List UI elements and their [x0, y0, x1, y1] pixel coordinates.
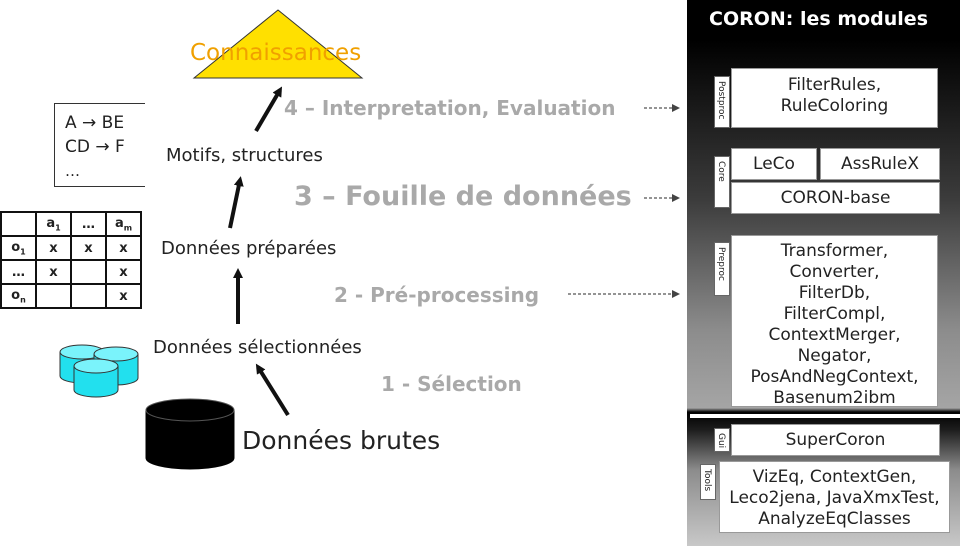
table-cell: x	[35, 235, 72, 261]
table-cell	[70, 283, 107, 309]
module-line: PosAndNegContext,	[750, 367, 919, 387]
knowledge-label: Connaissances	[190, 40, 362, 66]
table-cell: o1	[0, 235, 37, 261]
table-cell: am	[105, 211, 142, 237]
core-leco-box: LeCo	[731, 148, 817, 180]
rule-line: CD → F	[65, 137, 125, 157]
tab-core: Core	[714, 156, 730, 208]
table-cell: x	[70, 235, 107, 261]
step-3-label: 3 – Fouille de données	[294, 181, 632, 212]
step-2-label: 2 - Pré-processing	[334, 283, 540, 307]
table-row: … x x	[0, 259, 142, 285]
database-cylinders-icon	[59, 344, 139, 398]
module-line: VizEq, ContextGen,	[752, 467, 917, 487]
module-line: Basenum2ibm	[773, 388, 896, 408]
module-line: Negator,	[797, 346, 872, 366]
table-header-row: a1 … am	[0, 211, 142, 237]
core-base-box: CORON-base	[731, 182, 940, 214]
context-table: a1 … am o1 x x x … x x on x	[0, 211, 142, 309]
table-cell: …	[70, 211, 107, 237]
arrow-motifs-to-knowledge	[254, 86, 283, 133]
step-1-label: 1 - Sélection	[381, 372, 522, 396]
stage-donnees-preparees: Données préparées	[161, 238, 337, 259]
table-cell: …	[0, 259, 37, 285]
module-line: ContextMerger,	[768, 325, 901, 345]
panel-title: CORON: les modules	[709, 8, 929, 30]
rules-box: A → BE CD → F …	[54, 103, 145, 187]
table-cell: x	[105, 283, 142, 309]
table-cell	[0, 211, 37, 237]
rule-line: …	[65, 162, 80, 180]
stage-motifs: Motifs, structures	[166, 145, 323, 166]
tab-postproc: Postproc	[714, 76, 730, 128]
table-cell: x	[105, 259, 142, 285]
table-cell	[70, 259, 107, 285]
rule-line: A → BE	[65, 113, 125, 133]
module-line: FilterRules,	[787, 75, 882, 95]
panel-divider	[690, 414, 960, 418]
step-4-label: 4 – Interpretation, Evaluation	[284, 96, 616, 120]
tools-module-box: VizEq, ContextGen, Leco2jena, JavaXmxTes…	[719, 461, 950, 533]
core-assrulex-box: AssRuleX	[820, 148, 940, 180]
module-line: FilterDb,	[798, 283, 871, 303]
tab-gui: Gui	[714, 428, 730, 452]
module-line: AnalyzeEqClasses	[758, 509, 911, 529]
gui-supercoron-box: SuperCoron	[731, 424, 940, 456]
stage-donnees-brutes: Données brutes	[242, 426, 441, 455]
table-cell	[35, 283, 72, 309]
module-line: Leco2jena, JavaXmxTest,	[729, 488, 940, 508]
module-line: RuleColoring	[780, 96, 889, 116]
process-arrows	[228, 86, 680, 417]
postproc-module-box: FilterRules, RuleColoring	[731, 68, 938, 128]
table-cell: x	[35, 259, 72, 285]
module-line: FilterCompl,	[783, 304, 886, 324]
stage-donnees-selectionnees: Données sélectionnées	[153, 337, 362, 358]
module-line: Transformer,	[780, 241, 889, 261]
module-line: Converter,	[789, 262, 880, 282]
raw-database-icon	[145, 398, 235, 470]
arrow-preparees-to-motifs	[228, 176, 244, 229]
table-row: on x	[0, 283, 142, 309]
tab-tools: Tools	[700, 464, 716, 500]
table-row: o1 x x x	[0, 235, 142, 261]
table-cell: a1	[35, 211, 72, 237]
preproc-module-box: Transformer, Converter, FilterDb, Filter…	[731, 235, 938, 408]
table-cell: x	[105, 235, 142, 261]
tab-preproc: Preproc	[714, 242, 730, 296]
arrow-brutes-to-selection	[255, 363, 290, 417]
table-cell: on	[0, 283, 37, 309]
knowledge-triangle	[192, 9, 364, 79]
